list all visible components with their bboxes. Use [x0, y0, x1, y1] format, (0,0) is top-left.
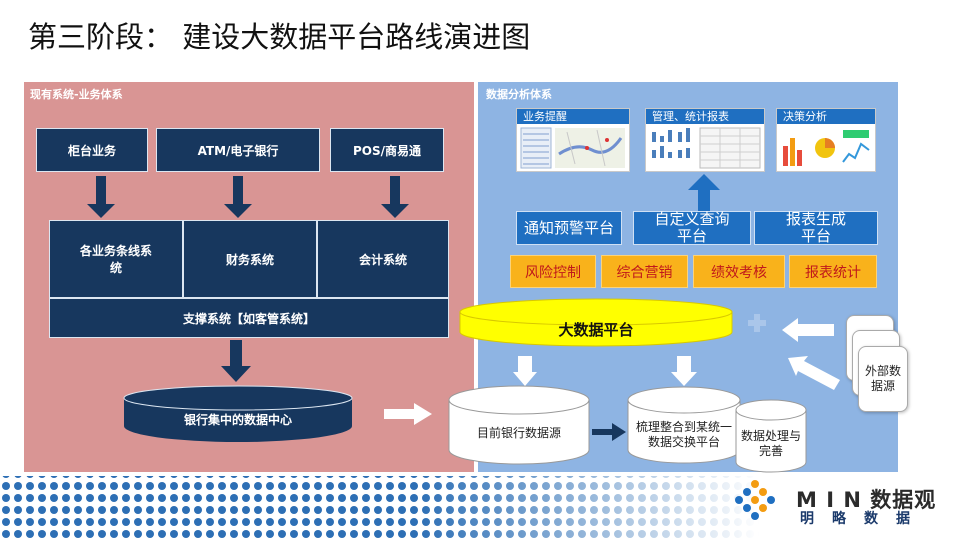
exchange-label: 梳理整合到某统一数据交换平台 — [635, 420, 732, 449]
custom-query-platform-box: 自定义查询平台 — [633, 211, 751, 245]
left-arrow-icon — [782, 318, 834, 342]
alert-platform-box: 通知预警平台 — [516, 211, 622, 245]
page-title: 第三阶段： 建设大数据平台路线演进图 — [28, 20, 531, 54]
finance-system-box: 财务系统 — [183, 220, 317, 298]
data-analysis-label: 数据分析体系 — [486, 88, 552, 101]
dashboard-chart-icon — [783, 130, 870, 166]
datacenter-cylinder — [123, 385, 353, 442]
report-platform-box: 报表生成平台 — [754, 211, 878, 245]
current-source-label: 目前银行数据源 — [476, 425, 561, 440]
logo-text: M I N 数据观 — [796, 488, 937, 512]
left-arrow-icon — [788, 356, 840, 390]
counter-business-box: 柜台业务 — [36, 128, 148, 172]
external-source-box: 外部数据源 — [858, 346, 908, 412]
bigdata-cylinder — [459, 298, 733, 347]
bigdata-label: 大数据平台 — [558, 320, 634, 339]
report-grid-icon — [652, 127, 761, 169]
atm-ebank-box: ATM/电子银行 — [156, 128, 320, 172]
thumb-title: 业务提醒 — [517, 109, 629, 124]
risk-control-box: 风险控制 — [510, 255, 596, 288]
report-stats-box: 报表统计 — [789, 255, 877, 288]
support-system-box: 支撑系统【如客管系统】 — [49, 298, 449, 338]
logo-subtext: 明略数据 — [800, 511, 928, 527]
current-source-cylinder — [448, 385, 590, 465]
up-arrow-icon — [688, 174, 720, 212]
map-table-icon — [520, 127, 625, 169]
logo-mark-icon — [735, 480, 775, 520]
existing-systems-label: 现有系统-业务体系 — [30, 88, 123, 101]
integrated-marketing-box: 综合营销 — [601, 255, 688, 288]
thumb-title: 决策分析 — [777, 109, 875, 124]
processing-label: 数据处理与完善 — [740, 429, 801, 458]
pos-box: POS/商易通 — [330, 128, 444, 172]
thumb-business-alert: 业务提醒 — [516, 108, 630, 172]
datacenter-label: 银行集中的数据中心 — [183, 412, 292, 427]
business-line-systems-box: 各业务条线系统 — [49, 220, 183, 298]
performance-box: 绩效考核 — [693, 255, 785, 288]
dot-pattern-decoration — [0, 476, 760, 540]
up-arrow-icon — [513, 356, 537, 386]
thumb-decision-analysis: 决策分析 — [776, 108, 876, 172]
right-arrow-icon — [592, 423, 626, 441]
exchange-cylinder — [627, 386, 741, 464]
thumb-management-report: 管理、统计报表 — [645, 108, 765, 172]
processing-cylinder — [735, 399, 807, 473]
up-arrow-icon — [671, 356, 697, 386]
plus-icon — [748, 314, 766, 332]
right-arrow-icon — [384, 403, 432, 425]
accounting-system-box: 会计系统 — [317, 220, 449, 298]
thumb-title: 管理、统计报表 — [646, 109, 764, 124]
down-arrow-icon — [87, 176, 409, 382]
